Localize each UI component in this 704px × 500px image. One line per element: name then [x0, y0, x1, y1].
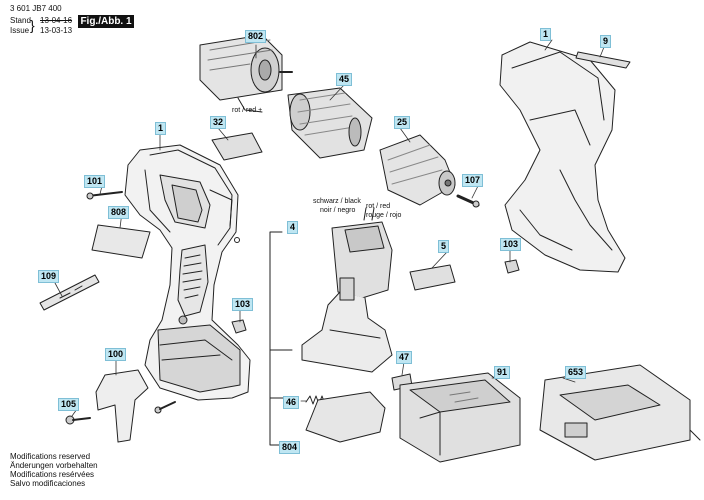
callout-100: 100	[105, 348, 127, 361]
callout-1-left: 1	[155, 122, 167, 135]
footer-line-3: Modifications resérvées	[10, 470, 95, 479]
stand-label: Stand	[10, 16, 31, 25]
callout-107: 107	[462, 174, 484, 187]
label-808-shape	[91, 224, 151, 259]
callout-808: 808	[108, 206, 130, 219]
screw-105	[65, 415, 91, 425]
nut-103-left	[231, 319, 247, 334]
callout-101: 101	[84, 175, 106, 188]
housing-left-part	[124, 144, 251, 401]
nut-103-right	[504, 259, 520, 274]
charger-653	[539, 364, 701, 461]
group-bracket	[269, 231, 297, 446]
chuck-25	[379, 134, 456, 206]
callout-653: 653	[565, 366, 587, 379]
switch-4	[301, 207, 393, 373]
wire-label-black-1: schwarz / black	[313, 198, 361, 205]
screw-clip	[154, 401, 176, 414]
footer-line-1: Modifications reserved	[10, 452, 91, 461]
wire-label-black-2: noir / negro	[320, 207, 356, 214]
board-804	[305, 391, 386, 443]
callout-103-right: 103	[500, 238, 522, 251]
issue-label: Issue	[10, 26, 30, 35]
screw-101	[86, 191, 123, 200]
callout-109: 109	[38, 270, 60, 283]
callout-804: 804	[279, 441, 301, 454]
callout-25: 25	[394, 116, 411, 129]
callout-9: 9	[600, 35, 612, 48]
callout-47: 47	[396, 351, 413, 364]
figure-label: Fig./Abb. 1	[78, 15, 134, 28]
callout-1-right: 1	[540, 28, 552, 41]
housing-right-part	[499, 41, 626, 273]
bit-109	[39, 274, 100, 311]
selector-5	[409, 264, 456, 291]
callout-46: 46	[283, 396, 300, 409]
spring-46	[305, 395, 326, 405]
brace-icon: }	[30, 17, 35, 33]
battery-91	[399, 372, 521, 463]
callout-105: 105	[58, 398, 80, 411]
callout-4: 4	[287, 221, 299, 234]
screw-107	[456, 194, 480, 208]
callout-32: 32	[210, 116, 227, 129]
callout-802: 802	[245, 30, 267, 43]
callout-5: 5	[438, 240, 450, 253]
wire-label-red-2: rouge / rojo	[366, 212, 402, 219]
footer-line-2: Änderungen vorbehalten	[10, 461, 98, 470]
callout-91: 91	[494, 366, 511, 379]
wire-label-motor: rot / red +	[232, 107, 263, 114]
switch-cover-32	[211, 132, 263, 161]
part-number: 3 601 JB7 400	[10, 4, 62, 13]
wire-label-red-1: rot / red	[366, 203, 391, 210]
strip-9	[575, 51, 631, 69]
motor-802	[199, 34, 293, 113]
stand-date: 13-04-16	[40, 16, 73, 25]
callout-103-left: 103	[232, 298, 254, 311]
callout-45: 45	[336, 73, 353, 86]
gearbox-45	[287, 87, 373, 159]
footer-line-4: Salvo modificaciones	[10, 479, 86, 488]
belt-clip-100	[95, 369, 149, 443]
issue-date: 13-03-13	[40, 26, 73, 35]
